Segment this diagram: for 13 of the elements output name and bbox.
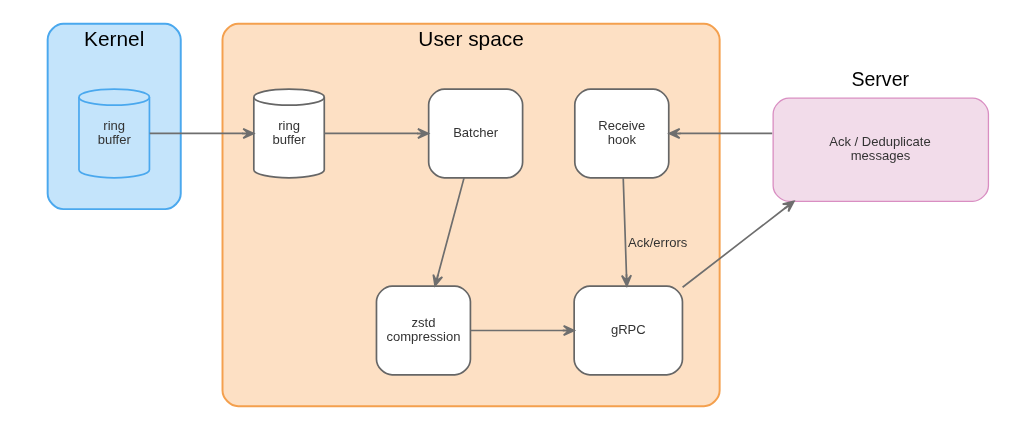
arrow bbox=[469, 324, 575, 337]
arrow bbox=[323, 127, 429, 139]
node-label: Server bbox=[850, 68, 909, 91]
node-box: gRPC bbox=[572, 285, 683, 376]
arrow bbox=[667, 127, 773, 139]
node-box: Batcher bbox=[427, 88, 523, 179]
arrow bbox=[148, 127, 255, 139]
arrow bbox=[620, 177, 632, 287]
edge-label: Ack/errors bbox=[627, 234, 687, 250]
arrow bbox=[681, 200, 795, 289]
node-box: zstd compression bbox=[375, 285, 471, 376]
arrow bbox=[431, 177, 465, 287]
node-box: Receive hook bbox=[573, 88, 670, 179]
